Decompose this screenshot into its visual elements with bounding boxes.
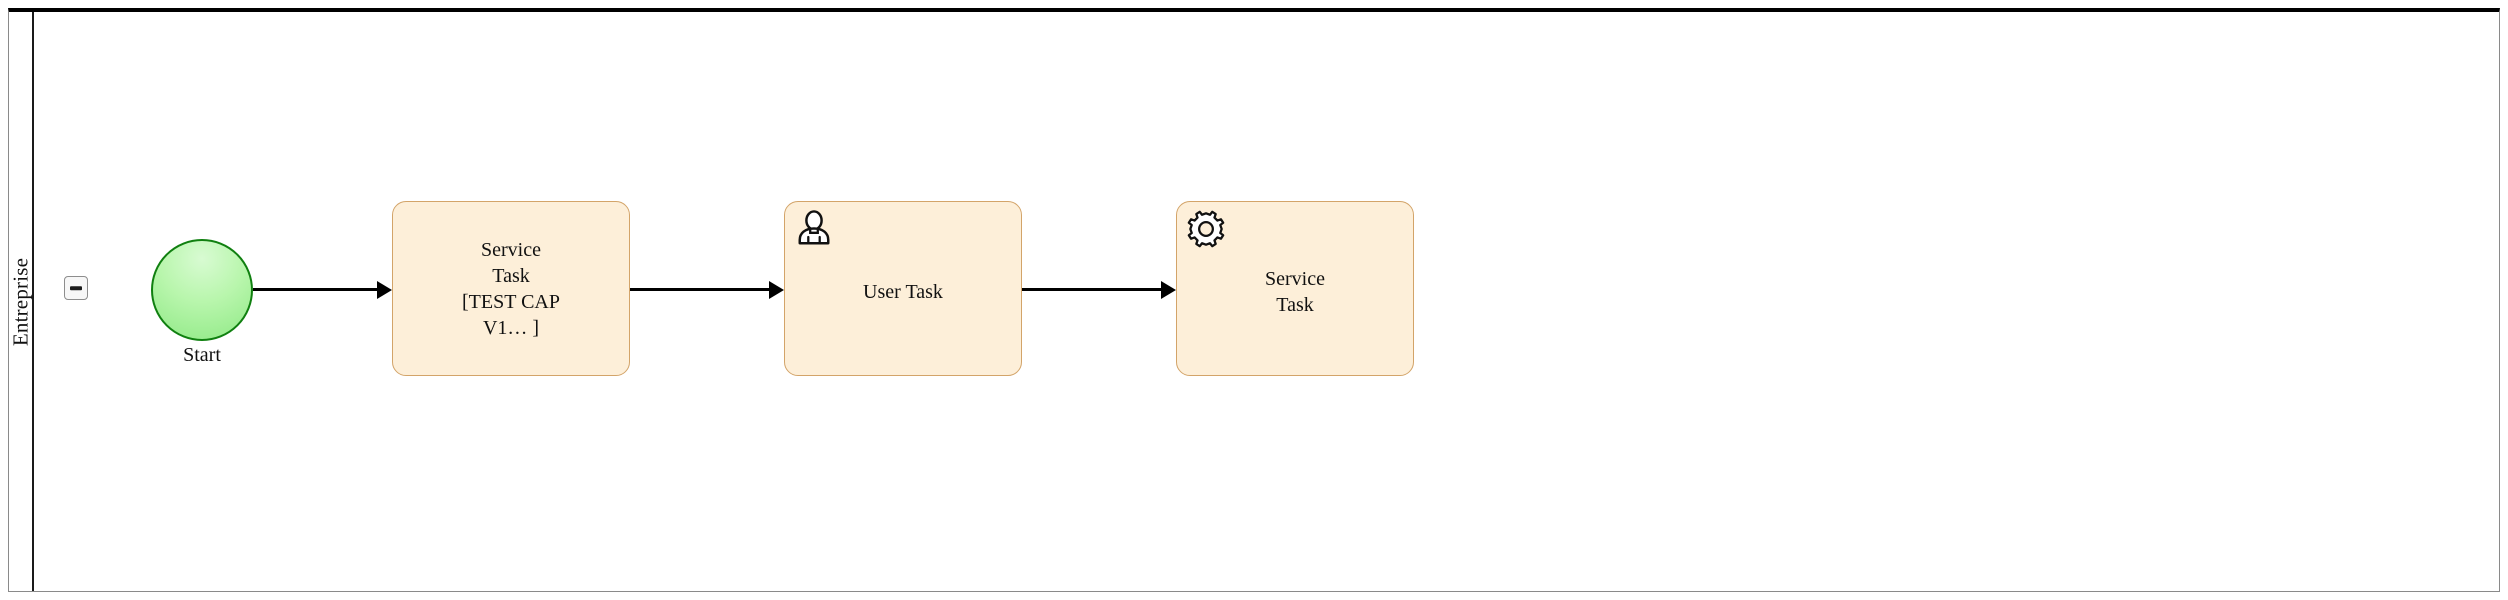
start-event-label: Start	[183, 344, 221, 366]
task-service[interactable]: Service Task	[1176, 201, 1414, 376]
user-icon	[795, 210, 833, 248]
task-service-test-cap[interactable]: Service Task [TEST CAP V1… ]	[392, 201, 630, 376]
sequence-flow-3-arrowhead	[1161, 280, 1176, 299]
gear-icon	[1187, 210, 1225, 248]
pool-entreprise[interactable]: Entreprise Start Service Task [TEST CAP …	[8, 8, 2500, 592]
minus-icon	[70, 286, 82, 290]
pool-label-band: Entreprise	[8, 12, 34, 591]
task-user[interactable]: User Task	[784, 201, 1022, 376]
task-service-label: Service Task	[1265, 267, 1325, 316]
task-service-test-cap-label: Service Task [TEST CAP V1… ]	[462, 238, 560, 339]
sequence-flow-1[interactable]	[253, 288, 377, 291]
sequence-flow-2[interactable]	[630, 288, 769, 291]
pool-label: Entreprise	[8, 257, 32, 346]
task-user-label: User Task	[863, 280, 943, 303]
pool-collapse-button[interactable]	[64, 276, 88, 300]
sequence-flow-3[interactable]	[1022, 288, 1161, 291]
start-event[interactable]	[151, 239, 253, 341]
sequence-flow-1-arrowhead	[377, 280, 392, 299]
pool-body: Start Service Task [TEST CAP V1… ]	[34, 12, 2499, 591]
sequence-flow-2-arrowhead	[769, 280, 784, 299]
